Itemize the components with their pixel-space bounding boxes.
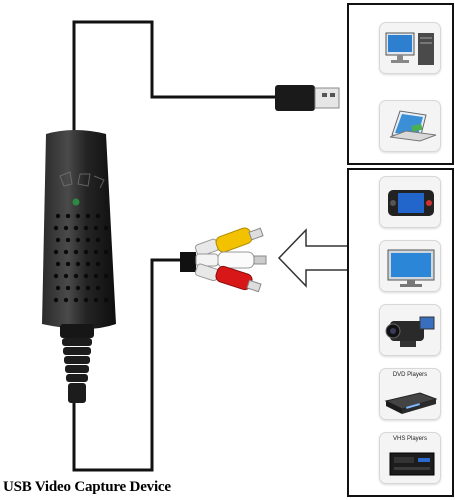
video-source-panel: DVD Players VHS Players (347, 168, 454, 497)
source-device-tile (379, 304, 441, 356)
computer-device-tile (379, 22, 441, 74)
desktop-computer-icon (385, 32, 434, 65)
capture-device (42, 130, 116, 403)
dvd-players-label: DVD Players (392, 372, 428, 378)
laptop-icon (389, 110, 437, 142)
signal-arrow-icon (277, 228, 353, 288)
computer-panel (347, 3, 454, 165)
vhs-player-icon (389, 452, 435, 476)
portable-media-player-icon (388, 190, 434, 216)
rca-connectors-icon (180, 227, 267, 293)
dvd-player-icon (384, 392, 438, 414)
source-device-tile (379, 176, 441, 228)
computer-device-tile (379, 100, 441, 152)
product-caption: USB Video Capture Device (3, 479, 171, 495)
tv-monitor-icon (387, 249, 435, 287)
source-device-tile: VHS Players (379, 432, 441, 484)
usb-plug-icon (275, 85, 340, 111)
camcorder-icon (385, 316, 435, 347)
vhs-players-label: VHS Players (392, 436, 427, 442)
source-device-tile: DVD Players (379, 368, 441, 420)
source-device-tile (379, 240, 441, 292)
